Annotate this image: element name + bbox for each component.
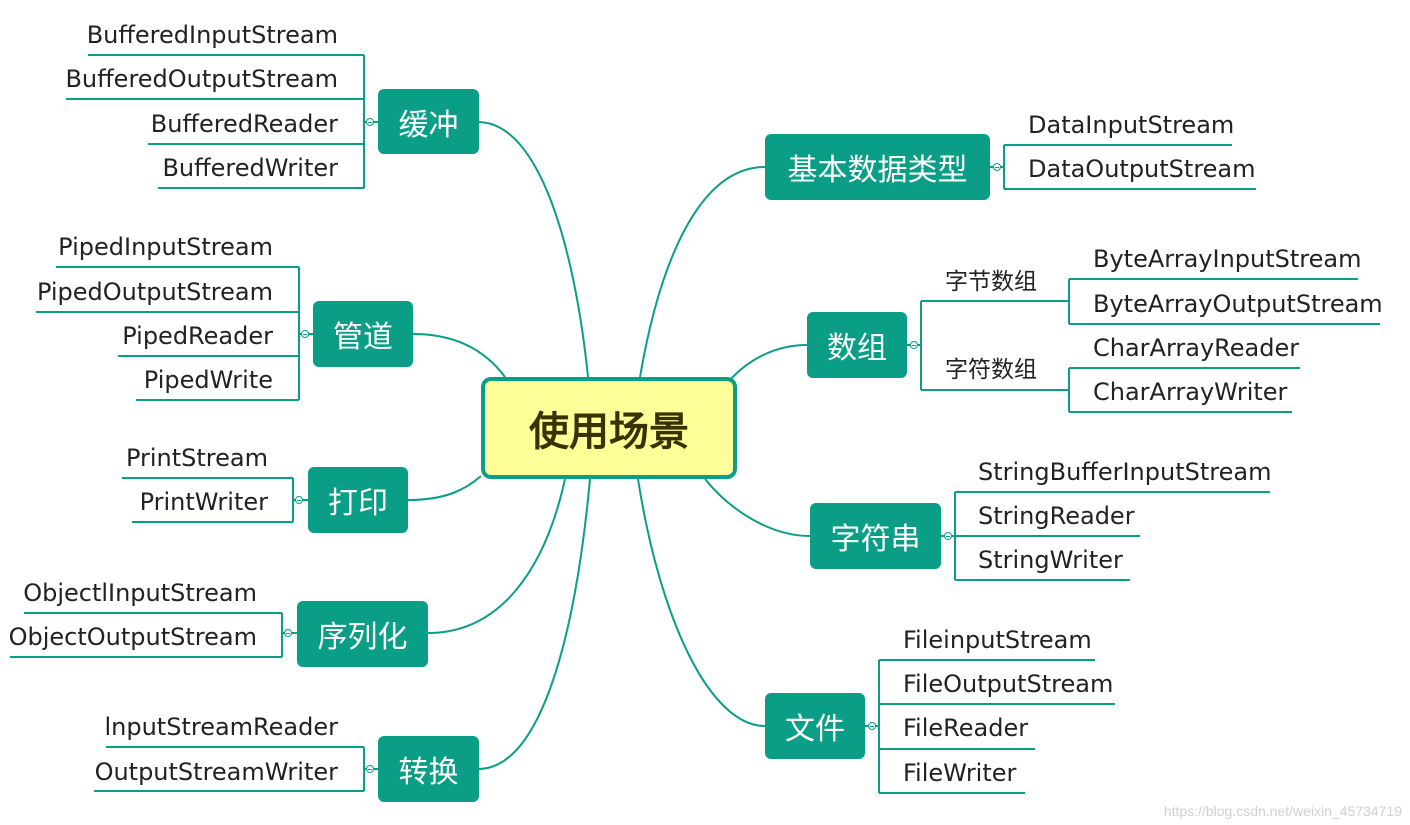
collapse-toggle-icon[interactable] (301, 330, 309, 338)
collapse-toggle-icon[interactable] (993, 163, 1001, 171)
watermark: https://blog.csdn.net/weixin_45734719 (1163, 803, 1402, 819)
collapse-toggle-icon[interactable] (868, 722, 876, 730)
collapse-toggle-icon[interactable] (284, 629, 292, 637)
link-pipe (412, 333, 506, 378)
branch-print[interactable]: 打印 (308, 467, 408, 533)
branch-file[interactable]: 文件 (765, 693, 865, 759)
link-array (729, 344, 808, 381)
leaf-print-writer[interactable]: PrintWriter (139, 488, 268, 516)
link-string (704, 478, 811, 537)
serialize-leaf-lines (10, 612, 297, 658)
link-serialize (427, 478, 566, 634)
leaf-input-stream-reader[interactable]: lnputStreamReader (104, 713, 338, 741)
leaf-piped-input-stream[interactable]: PipedInputStream (58, 233, 273, 261)
leaf-data-input-stream[interactable]: DataInputStream (1028, 111, 1235, 139)
leaf-buffered-reader[interactable]: BufferedReader (150, 110, 338, 138)
leaf-file-reader[interactable]: FileReader (903, 714, 1029, 742)
leaf-char-array-reader[interactable]: CharArrayReader (1093, 334, 1300, 362)
leaf-string-reader[interactable]: StringReader (978, 502, 1135, 530)
leaf-piped-output-stream[interactable]: PipedOutputStream (36, 278, 273, 306)
leaf-object-output-stream[interactable]: ObjectOutputStream (8, 623, 257, 651)
sub-byte-array[interactable]: 字节数组 (945, 269, 1037, 295)
collapse-toggle-icon[interactable] (295, 496, 303, 504)
collapse-toggle-icon[interactable] (910, 341, 918, 349)
branch-buffer[interactable]: 缓冲 (378, 89, 479, 154)
array-leaf-lines (907, 278, 1380, 413)
leaf-buffered-writer[interactable]: BufferedWriter (162, 154, 338, 182)
branch-convert[interactable]: 转换 (378, 736, 479, 802)
leaf-buffered-input-stream[interactable]: BufferedInputStream (86, 21, 338, 49)
leaf-string-writer[interactable]: StringWriter (978, 546, 1123, 574)
link-file (637, 478, 766, 727)
leaf-byte-array-input-stream[interactable]: ByteArrayInputStream (1093, 245, 1362, 273)
branch-basic-types[interactable]: 基本数据类型 (765, 134, 990, 200)
leaf-print-stream[interactable]: PrintStream (125, 444, 268, 472)
file-leaf-lines (865, 659, 1115, 794)
branch-serialize[interactable]: 序列化 (297, 601, 428, 667)
link-buffer (477, 121, 589, 378)
leaf-file-output-stream[interactable]: FileOutputStream (903, 670, 1114, 698)
leaf-file-input-stream[interactable]: FileinputStream (903, 626, 1092, 654)
buffer-leaf-lines (66, 54, 378, 189)
string-leaf-lines (941, 491, 1270, 581)
leaf-object-input-stream[interactable]: ObjectlInputStream (23, 579, 257, 607)
root-node[interactable]: 使用场景 (481, 377, 737, 479)
leaf-data-output-stream[interactable]: DataOutputStream (1028, 155, 1256, 183)
sub-char-array[interactable]: 字符数组 (945, 357, 1037, 383)
branch-string[interactable]: 字符串 (810, 503, 941, 569)
link-print (407, 475, 482, 501)
leaf-byte-array-output-stream[interactable]: ByteArrayOutputStream (1093, 290, 1383, 318)
collapse-toggle-icon[interactable] (366, 118, 374, 126)
link-convert (477, 478, 591, 770)
pipe-leaf-lines (36, 266, 313, 401)
leaf-piped-reader[interactable]: PipedReader (122, 322, 273, 350)
leaf-string-buffer-input-stream[interactable]: StringBufferInputStream (978, 458, 1272, 486)
leaf-char-array-writer[interactable]: CharArrayWriter (1093, 378, 1288, 406)
branch-array[interactable]: 数组 (807, 312, 907, 378)
leaf-file-writer[interactable]: FileWriter (903, 759, 1017, 787)
link-basic (639, 166, 766, 378)
collapse-toggle-icon[interactable] (366, 765, 374, 773)
branch-pipe[interactable]: 管道 (313, 301, 413, 367)
leaf-piped-write[interactable]: PipedWrite (143, 366, 273, 394)
leaf-output-stream-writer[interactable]: OutputStreamWriter (94, 758, 338, 786)
leaf-buffered-output-stream[interactable]: BufferedOutputStream (65, 65, 338, 93)
collapse-toggle-icon[interactable] (944, 532, 952, 540)
